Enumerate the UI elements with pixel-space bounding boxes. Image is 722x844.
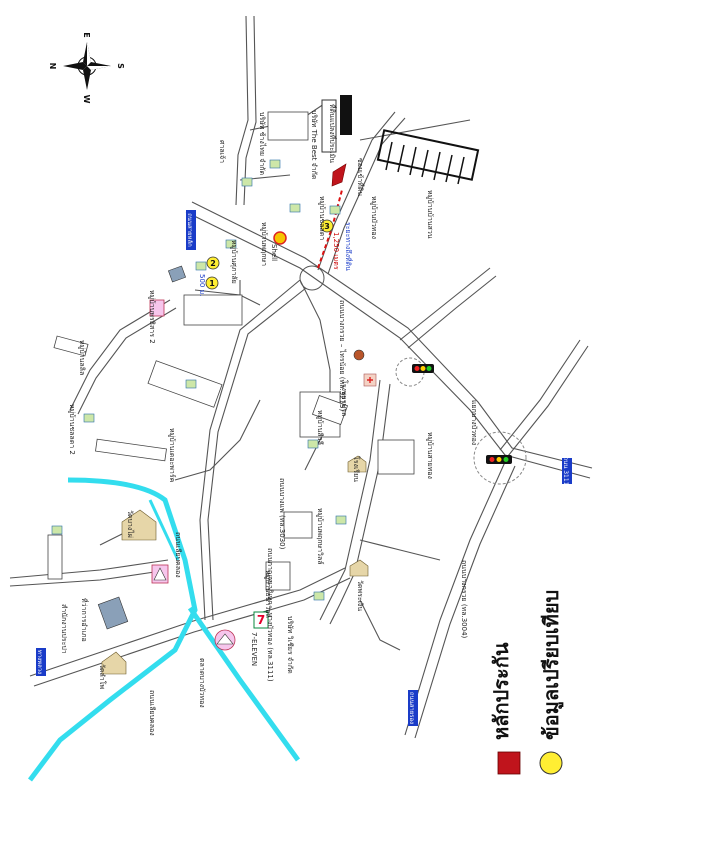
svg-text:1: 1 [209,279,215,288]
svg-text:2: 2 [210,259,216,268]
label-village-2: หมู่บ้านชลลดา [318,196,326,240]
svg-text:3: 3 [324,222,330,231]
label-intersection: แยกบางบัวทอง [470,400,478,445]
label-village-13: หมู่บ้านชลลดา 2 [68,404,76,455]
legend-collateral-label: หลักประกัน [489,642,513,740]
poi-hospital [363,373,377,387]
label-road-3030: ถนนบางแพ (ทล.3030) [278,478,286,550]
compass-w: W [82,95,91,104]
label-subject-land: ที่ดินแปลงที่ประเมิน [328,104,337,163]
poi-seven-eleven: 7 [253,611,269,629]
label-road-3004: ถนนบางกรวย (ทล.3004) [460,560,468,639]
poi-temple-icon [149,299,169,584]
compass-e: E [82,32,91,37]
label-district: ที่ว่าการอำเภอ [80,598,89,642]
label-temple-1: วัดลำโพ [98,664,107,689]
label-temple-2: วัดบางไผ่ [126,510,135,538]
label-box [321,99,337,153]
label-road-3111: ถนนกาญจนาภิเษก – บางบัวทอง (ทล.3111) [266,548,274,682]
canal [28,477,301,782]
label-road-canal-side: ถนนเลียบคลอง [174,532,182,578]
striped-feature [376,129,480,185]
label-hospital: โรงพยาบาล [340,380,349,416]
comparable-marker-1: 1 [205,276,219,290]
label-village-8: หมู่บ้านสีวลี [316,410,324,445]
label-scale-note: 500 ม. [198,274,206,296]
legend-comparable-swatch [539,751,563,775]
label-village-5: หมู่บ้านพรธิสาร 2 [148,290,156,344]
label-seven: 7-ELEVEN [250,632,258,666]
traffic-light-1 [412,364,434,373]
label-distance-caption: ระยะทางถึงที่ดิน [344,222,353,271]
label-distance-value: 1,250 เมตร [332,232,340,270]
poi-shell [273,231,287,245]
label-shell: Shell [270,244,278,261]
temple-buildings [101,455,369,675]
label-water-office: สำนักงานประปา [60,604,68,654]
svg-text:ทางหลวง: ทางหลวง [36,650,43,674]
label-company-1: บริษัท ช้างไทย จำกัด [258,112,267,175]
label-village-1: หมู่บ้านพฤกษา [260,222,268,266]
label-shrine: ศาลเจ้า [218,140,226,163]
label-village-10: หมู่บ้านลลิล [78,340,86,375]
label-market: ตลาดบางบัวทอง [198,658,206,708]
traffic-light-2 [486,455,512,464]
label-company-2: บริษัท วิเชียร จำกัด [286,616,294,674]
road-sign-b: ถนน 3111 [562,456,572,486]
collateral-marker [331,163,347,187]
map-labels: ถนนกาญจนาภิเษก – บางบัวทอง (ทล.3111) ถนน… [60,104,478,736]
label-subject-road: ซอยเข้าที่ดิน [356,158,365,196]
label-temple-3: วัดพระเงิน [356,580,364,611]
legend-collateral-swatch [497,751,521,775]
village-icons [51,159,347,601]
label-village-12: หมู่บ้านบ้านสวน [426,190,434,239]
label-village-11: หมู่บ้านสายทอง [426,432,434,479]
compass-n: N [48,63,57,70]
legend-comparable-label: ข้อมูลเปรียบเทียบ [539,590,565,740]
comparable-marker-2: 2 [206,256,220,270]
label-village-4: หมู่บ้านศุภาลัย [230,240,238,284]
road-sign-c: ทางหลวง [36,648,46,676]
label-canal-road: ถนนเลียบคลอง [148,690,156,736]
legend: หลักประกัน ข้อมูลเปรียบเทียบ [489,590,565,775]
black-building [340,95,352,135]
housing-blocks [47,111,415,591]
temple-icon-2 [149,299,165,317]
compass-rose: N E S W [48,32,125,103]
office-building [97,265,187,630]
label-village-6: หมู่บ้านเดอะพาร์ค [168,428,176,483]
svg-text:ถนนสายหลัก: ถนนสายหลัก [186,213,193,247]
poi-brown-circle [353,349,365,361]
label-school: โรงเรียน [352,456,361,482]
label-village-3: หมู่บ้านบัวทอง [370,196,378,239]
compass-s: S [116,63,125,69]
svg-text:ถนน 3111: ถนน 3111 [562,456,569,485]
svg-text:ถนนสายรอง: ถนนสายรอง [408,692,415,724]
label-village-9: หมู่บ้านธนาวิลล์ [264,570,272,618]
road-sign-d: ถนนสายรอง [408,690,418,726]
road-sign-a: ถนนสายหลัก [186,210,196,250]
comparable-marker-3: 3 [320,219,334,233]
svg-text:7: 7 [257,613,265,627]
label-village-7: หมู่บ้านพฤกษาวิลล์ [316,508,324,565]
label-road-upper: ถนนบางกรวย – ไทรน้อย (ทล.3215) [338,300,347,411]
label-company-3: บริษัท The Best จำกัด [310,110,318,179]
poi-market [214,629,236,651]
